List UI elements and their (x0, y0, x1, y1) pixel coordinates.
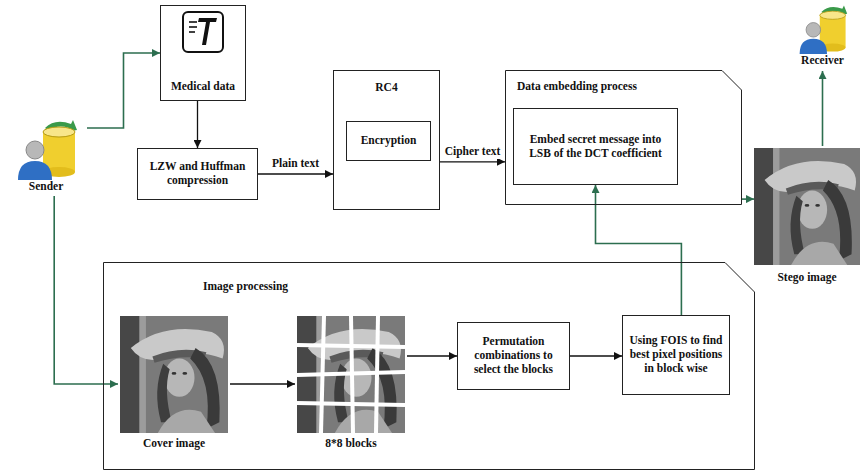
panel-outline-path (104, 263, 755, 470)
block-gap (297, 403, 405, 405)
block-gap (297, 372, 405, 375)
group-panel: Data embedding processEmbed secret messa… (505, 70, 742, 205)
block-grid (297, 316, 405, 433)
connector-arrow (230, 383, 295, 384)
document-icon-line (189, 31, 195, 33)
data-box: Medical data (160, 5, 246, 101)
edge-label: Cipher text (443, 145, 503, 159)
group-panel: Image processingCover image 8*8 blocks Per… (103, 262, 755, 470)
block-image (297, 316, 405, 433)
process-box: Embed secret message into LSB of the DCT… (513, 108, 678, 185)
connector-arrow (258, 173, 333, 174)
document-icon-frame (183, 12, 223, 52)
document-icon-line (189, 21, 197, 23)
connector-arrow (822, 71, 824, 146)
connector-arrow (407, 355, 457, 356)
node-text: Data embedding process (517, 80, 734, 94)
node-text: Encryption (361, 134, 417, 148)
process-box: LZW and Huffman compression (137, 148, 258, 200)
document-icon-line (189, 26, 197, 28)
connector-arrow (197, 101, 198, 148)
node-text: Stego image (777, 271, 836, 285)
cover-image (120, 316, 228, 433)
edge-label: Plain text (270, 157, 321, 171)
image-figure: 8*8 blocks (295, 314, 407, 454)
node-text: Receiver (801, 54, 844, 68)
process-box: Permutation combinations to select the b… (457, 322, 570, 390)
receiver-icon (800, 6, 848, 54)
block-gap (297, 345, 405, 347)
sender-icon (18, 120, 77, 180)
process-box: Using FOIS to find best pixel positions … (622, 315, 730, 395)
image-figure: Stego image (754, 146, 860, 288)
document-icon (183, 12, 223, 52)
node-text: Permutation combinations to select the b… (464, 335, 563, 376)
node-text: Embed secret message into LSB of the DCT… (520, 133, 671, 161)
connector-arrow (87, 53, 160, 128)
stego-image (754, 148, 860, 265)
node-text: Using FOIS to find best pixel positions … (629, 334, 723, 375)
connector-arrow (570, 355, 622, 356)
node-text: Sender (29, 180, 64, 194)
connector-arrow (440, 161, 505, 162)
node-text: 8*8 blocks (325, 437, 376, 451)
document-icon-glyph (198, 18, 217, 45)
panel-outline-path (506, 71, 742, 205)
group-box: RC4Encryption (333, 70, 440, 210)
process-box: Encryption (346, 121, 431, 161)
connector-arrow (742, 198, 754, 200)
node-text: Cover image (143, 437, 205, 451)
node-text: LZW and Huffman compression (144, 160, 251, 188)
connector-arrow (54, 196, 118, 384)
actor-icon: Receiver (785, 3, 860, 71)
node-text: Image processing (203, 280, 755, 294)
node-text: RC4 (338, 81, 435, 95)
image-figure: Cover image (118, 314, 230, 454)
actor-icon: Sender (5, 118, 87, 196)
node-text: Medical data (171, 80, 235, 94)
